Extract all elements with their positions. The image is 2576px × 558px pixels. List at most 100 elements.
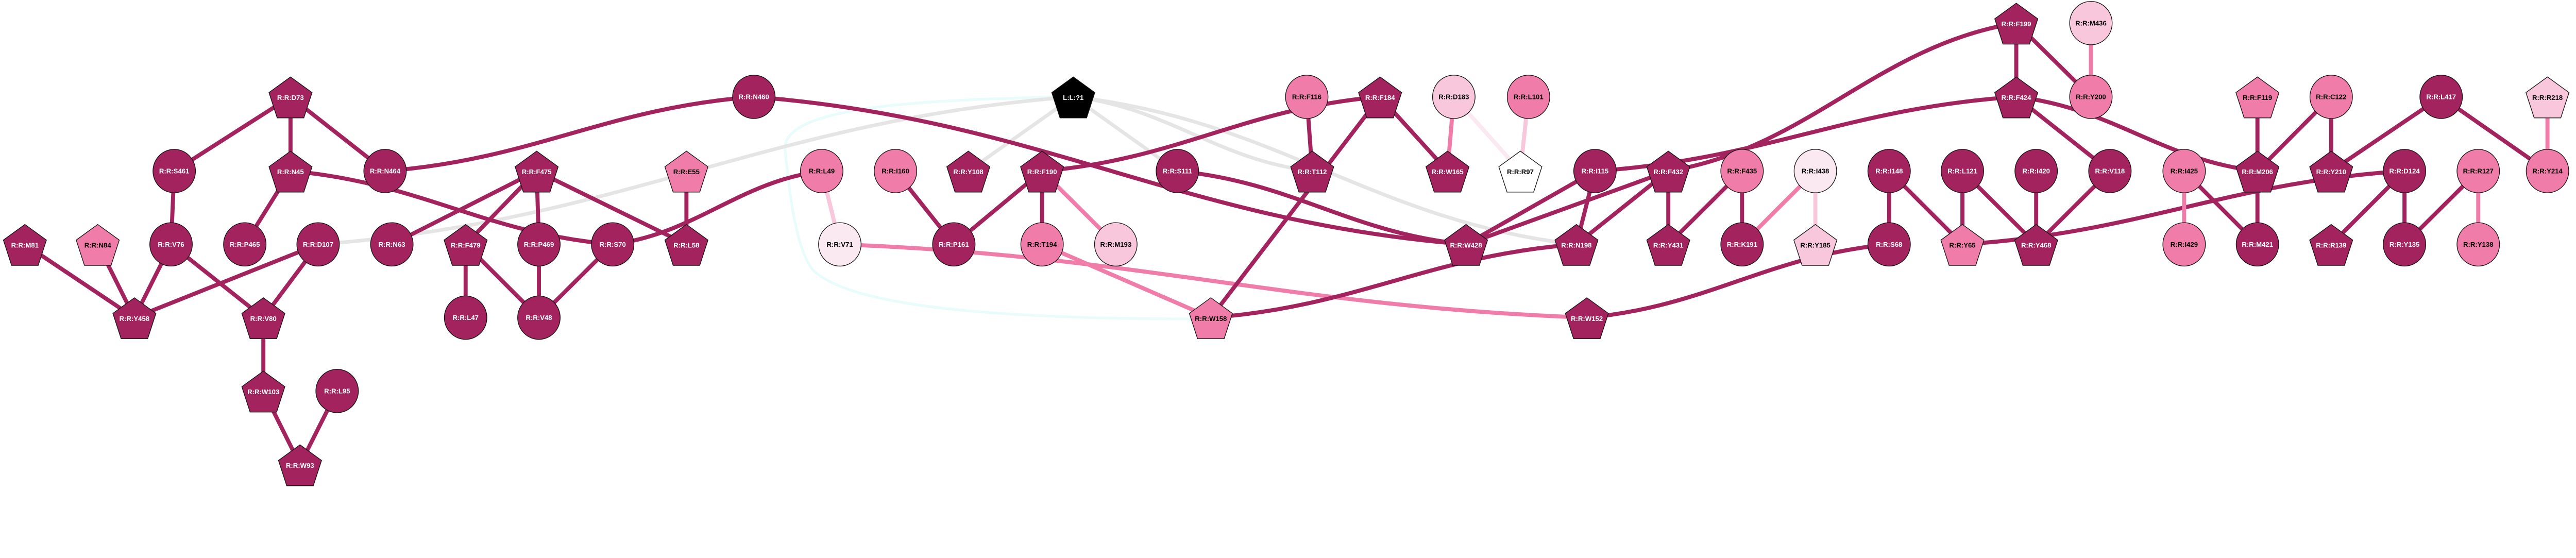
- node-e55[interactable]: R:R:E55: [664, 150, 708, 193]
- node-r218[interactable]: R:R:R218: [2526, 76, 2570, 119]
- node-r139[interactable]: R:R:R139: [2309, 224, 2353, 266]
- node-p469[interactable]: R:R:P469: [517, 222, 561, 267]
- node-n63[interactable]: R:R:N63: [370, 222, 414, 267]
- node-d183[interactable]: R:R:D183: [1432, 75, 1476, 119]
- node-d124[interactable]: R:R:D124: [2383, 149, 2427, 193]
- node-label: R:R:I115: [1582, 167, 1609, 175]
- pentagon-node-shape: [2235, 150, 2280, 193]
- node-s70[interactable]: R:R:S70: [591, 222, 635, 267]
- node-m193[interactable]: R:R:M193: [1094, 222, 1138, 267]
- edge-S68-W152: [1586, 242, 1890, 320]
- node-i438[interactable]: R:R:I438: [1793, 149, 1837, 193]
- node-lig[interactable]: L:L:?1: [1051, 76, 1095, 119]
- node-n84[interactable]: R:R:N84: [76, 224, 120, 266]
- node-p465[interactable]: R:R:P465: [223, 222, 267, 267]
- node-l47[interactable]: R:R:L47: [444, 295, 487, 340]
- node-y458[interactable]: R:R:Y458: [112, 297, 157, 340]
- node-c122[interactable]: R:R:C122: [2309, 75, 2353, 119]
- node-p161[interactable]: R:R:P161: [932, 222, 976, 267]
- node-n198[interactable]: R:R:N198: [1554, 224, 1599, 266]
- edge-N464-N460: [385, 95, 754, 173]
- node-r127[interactable]: R:R:R127: [2456, 149, 2500, 193]
- node-w93[interactable]: R:R:W93: [278, 444, 322, 486]
- node-w165[interactable]: R:R:W165: [1426, 150, 1470, 193]
- ligand-pocket-hull: [784, 95, 1204, 320]
- node-m206[interactable]: R:R:M206: [2235, 150, 2280, 193]
- node-l417[interactable]: R:R:L417: [2419, 75, 2463, 119]
- node-w103[interactable]: R:R:W103: [241, 370, 285, 413]
- node-l121[interactable]: R:R:L121: [1941, 149, 1984, 193]
- node-n45[interactable]: R:R:N45: [268, 150, 313, 193]
- pentagon-node-shape: [2014, 224, 2058, 266]
- pentagon-node-shape: [946, 150, 991, 193]
- node-l58[interactable]: R:R:L58: [664, 224, 708, 266]
- node-y214[interactable]: R:R:Y214: [2526, 149, 2569, 193]
- node-y135[interactable]: R:R:Y135: [2383, 222, 2427, 267]
- node-f199[interactable]: R:R:F199: [1994, 3, 2039, 45]
- node-v118[interactable]: R:R:V118: [2088, 149, 2132, 193]
- node-m81[interactable]: R:R:M81: [3, 224, 47, 266]
- node-m436[interactable]: R:R:M436: [2069, 1, 2113, 45]
- node-y200[interactable]: R:R:Y200: [2069, 75, 2113, 119]
- node-i429[interactable]: R:R:I429: [2162, 222, 2206, 267]
- node-i115[interactable]: R:R:I115: [1573, 149, 1617, 193]
- node-l49[interactable]: R:R:L49: [800, 149, 843, 193]
- node-v71[interactable]: R:R:V71: [818, 222, 862, 267]
- node-label: R:R:N84: [84, 242, 112, 249]
- node-w428[interactable]: R:R:W428: [1444, 224, 1488, 266]
- node-r97[interactable]: R:R:R97: [1498, 150, 1543, 193]
- node-y108[interactable]: R:R:Y108: [946, 150, 991, 193]
- node-w158[interactable]: R:R:W158: [1189, 297, 1233, 340]
- node-label: R:R:E55: [673, 168, 700, 176]
- node-f190[interactable]: R:R:F190: [1020, 150, 1064, 193]
- node-t194[interactable]: R:R:T194: [1020, 222, 1064, 267]
- node-w152[interactable]: R:R:W152: [1565, 297, 1609, 340]
- node-v48[interactable]: R:R:V48: [517, 295, 561, 340]
- node-y138[interactable]: R:R:Y138: [2456, 222, 2500, 267]
- node-i425[interactable]: R:R:I425: [2162, 149, 2206, 193]
- node-i420[interactable]: R:R:I420: [2014, 149, 2058, 193]
- pentagon-node-shape: [268, 150, 313, 193]
- circle-node-shape: [1793, 149, 1837, 193]
- pentagon-node-shape: [1646, 224, 1690, 266]
- node-v80[interactable]: R:R:V80: [241, 297, 285, 340]
- node-f479[interactable]: R:R:F479: [444, 224, 488, 266]
- node-v76[interactable]: R:R:V76: [149, 222, 193, 267]
- node-y185[interactable]: R:R:Y185: [1793, 224, 1838, 266]
- circle-node-shape: [2088, 149, 2132, 193]
- node-y431[interactable]: R:R:Y431: [1646, 224, 1690, 266]
- node-f119[interactable]: R:R:F119: [2235, 76, 2280, 119]
- node-s461[interactable]: R:R:S461: [152, 149, 196, 193]
- pentagon-node-shape: [1189, 297, 1233, 340]
- node-n464[interactable]: R:R:N464: [363, 149, 407, 193]
- node-l95[interactable]: R:R:L95: [315, 369, 359, 413]
- node-y468[interactable]: R:R:Y468: [2014, 224, 2058, 266]
- node-f475[interactable]: R:R:F475: [515, 150, 559, 193]
- edge-N63-F475: [391, 169, 538, 246]
- node-s68[interactable]: R:R:S68: [1867, 222, 1911, 267]
- pentagon-node-shape: [1994, 76, 2039, 119]
- node-d73[interactable]: R:R:D73: [268, 76, 313, 119]
- node-y210[interactable]: R:R:Y210: [2309, 150, 2353, 193]
- node-f424[interactable]: R:R:F424: [1994, 76, 2039, 119]
- node-f432[interactable]: R:R:F432: [1646, 150, 1690, 193]
- node-f184[interactable]: R:R:F184: [1358, 76, 1402, 119]
- circle-node-shape: [1720, 222, 1764, 267]
- node-m421[interactable]: R:R:M421: [2235, 222, 2279, 267]
- node-i160[interactable]: R:R:I160: [874, 149, 918, 193]
- node-k191[interactable]: R:R:K191: [1720, 222, 1764, 267]
- node-f116[interactable]: R:R:F116: [1285, 75, 1329, 119]
- node-s111[interactable]: R:R:S111: [1156, 149, 1199, 193]
- node-t112[interactable]: R:R:T112: [1290, 150, 1334, 193]
- node-i148[interactable]: R:R:I148: [1867, 149, 1911, 193]
- node-f435[interactable]: R:R:F435: [1720, 149, 1764, 193]
- node-label: R:R:L58: [673, 242, 699, 249]
- node-label: R:R:D107: [303, 241, 333, 248]
- node-y65[interactable]: R:R:Y65: [1940, 224, 1985, 266]
- pentagon-node-shape: [241, 370, 285, 413]
- node-n460[interactable]: R:R:N460: [732, 75, 776, 119]
- node-l101[interactable]: R:R:L101: [1506, 75, 1550, 119]
- node-d107[interactable]: R:R:D107: [296, 222, 340, 267]
- node-label: R:R:R127: [2463, 167, 2494, 175]
